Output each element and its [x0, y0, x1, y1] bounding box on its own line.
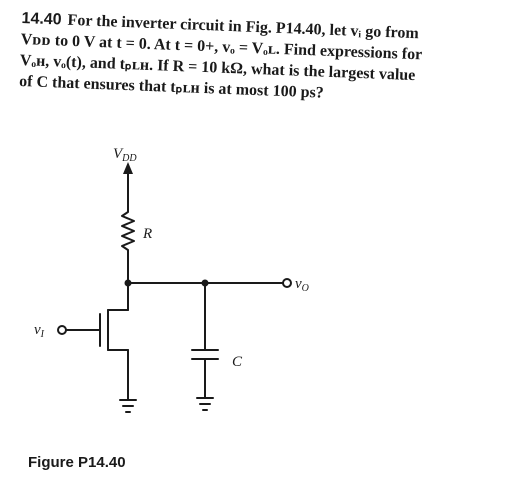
junction-dot-output [201, 279, 209, 287]
capacitor-label: C [232, 354, 243, 370]
figure-caption: Figure P14.40 [28, 454, 126, 471]
input-terminal [57, 325, 67, 335]
junction-dot-drain [124, 279, 132, 287]
resistor-label: R [142, 226, 152, 242]
vdd-arrow-icon [123, 162, 133, 174]
output-terminal [282, 278, 292, 288]
input-label: vI [34, 322, 45, 340]
vdd-label: VDD [113, 146, 137, 164]
resistor [121, 204, 135, 259]
output-label: vO [295, 276, 309, 294]
